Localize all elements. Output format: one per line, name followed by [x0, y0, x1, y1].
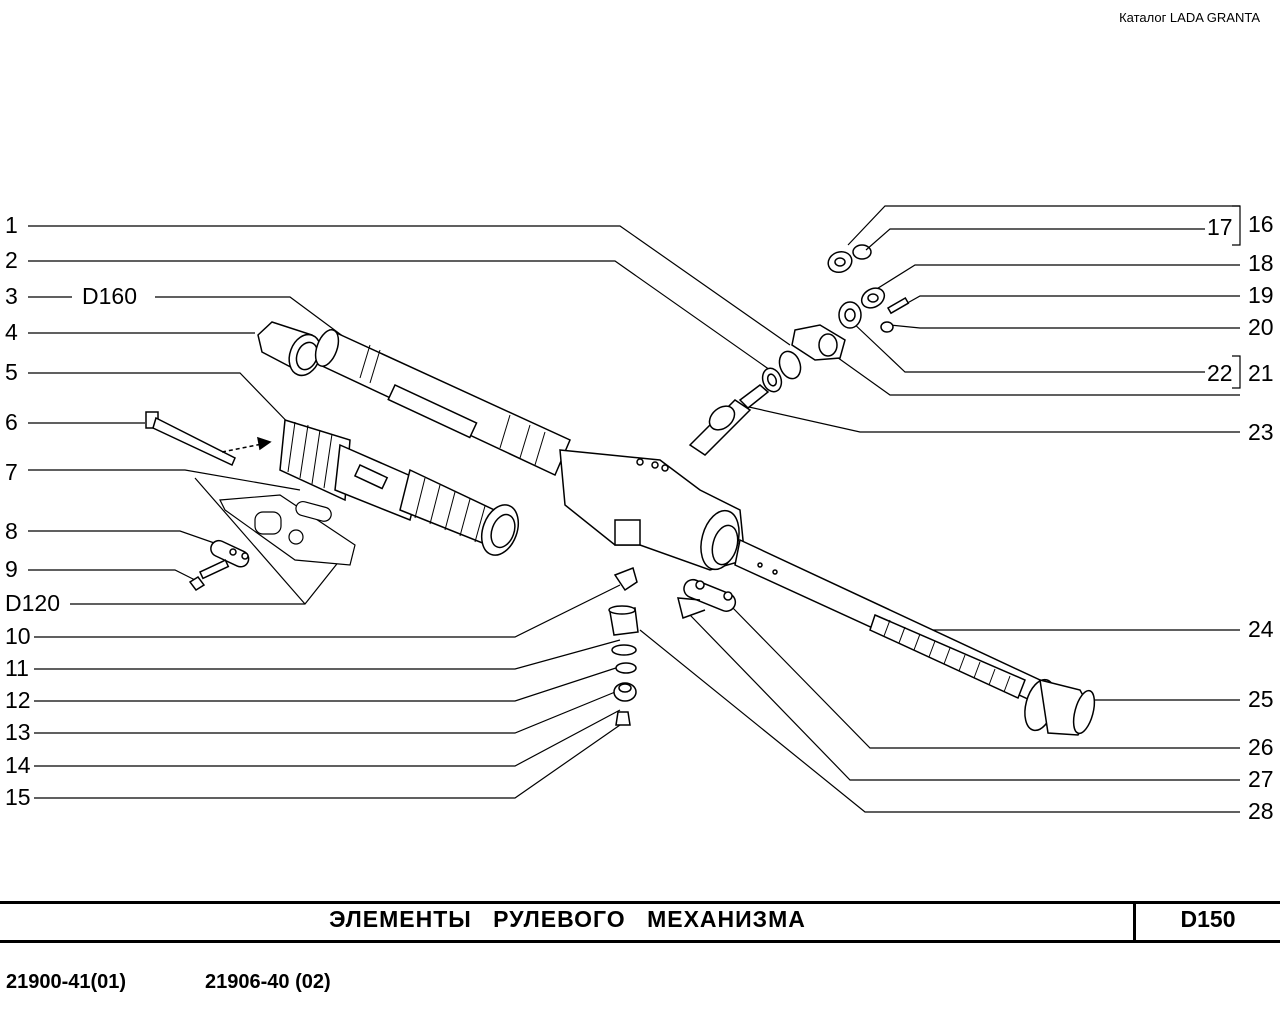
part-23-pinion-shaft [688, 384, 770, 456]
leader-line-d120-b [194, 477, 306, 605]
callout-26: 26 [1248, 734, 1274, 760]
part-21-flange [791, 324, 846, 361]
part-12-spring [611, 644, 637, 656]
callout-9: 9 [5, 556, 18, 582]
bracket-21-22 [1232, 355, 1241, 389]
leader-line-5 [28, 372, 301, 436]
part-22-bushing [838, 301, 862, 329]
callout-28: 28 [1248, 798, 1274, 824]
model-code-1: 21900-41(01) [6, 971, 127, 993]
callout-14: 14 [5, 752, 31, 778]
part-27-clip [677, 597, 706, 619]
part-20-washer [880, 321, 894, 333]
part-5-bellows-assembly [279, 419, 520, 556]
callout-6: 6 [5, 409, 18, 435]
callout-11: 11 [5, 655, 29, 681]
part-9-bolt [188, 559, 230, 592]
section-title: ЭЛЕМЕНТЫ РУЛЕВОГО МЕХАНИЗМА [329, 906, 806, 932]
part-4-dust-cover [257, 321, 323, 377]
leader-line-21 [819, 344, 1240, 396]
callout-10: 10 [5, 623, 31, 649]
part-7-clamp [219, 494, 356, 566]
leader-line-14 [34, 709, 621, 767]
bracket-16-17 [1232, 205, 1241, 246]
callout-13: 13 [5, 719, 31, 745]
callout-15: 15 [5, 784, 31, 810]
callout-7: 7 [5, 459, 18, 485]
part-10-yoke [613, 567, 638, 592]
catalog-title: Каталог LADA GRANTA [1119, 10, 1260, 25]
callout-24: 24 [1248, 616, 1274, 642]
part-18-seal [860, 287, 886, 309]
callout-5: 5 [5, 359, 18, 385]
leader-line-1 [28, 225, 791, 346]
callout-16: 16 [1248, 211, 1274, 237]
footer-bar [0, 901, 1280, 943]
part-15-lock-nut [615, 711, 631, 726]
leader-line-13 [34, 689, 621, 734]
leader-line-7 [28, 469, 301, 491]
leader-line-20 [889, 324, 1240, 329]
part-17-o-ring [852, 244, 872, 260]
callout-4: 4 [5, 319, 18, 345]
callout-17: 17 [1207, 214, 1233, 240]
leader-line-16 [847, 205, 1240, 246]
part-26-mounting-plate [683, 578, 737, 612]
part-25-end-cap [1024, 678, 1096, 736]
footer-divider [1133, 901, 1136, 943]
part-14-adjusting-nut [613, 682, 637, 702]
section-code: D150 [1180, 906, 1236, 932]
steering-gear-housing [559, 449, 746, 571]
callout-12: 12 [5, 687, 31, 713]
leader-line-22 [849, 319, 1205, 373]
leader-line-26 [729, 604, 1240, 749]
leader-line-17 [865, 228, 1205, 251]
leader-line-15 [34, 724, 621, 799]
part-16-boot-seal [827, 250, 853, 274]
part-24-steering-rack [734, 538, 1042, 701]
leader-line-28 [639, 629, 1240, 813]
leader-line-27 [689, 614, 1240, 781]
arrow-tie-to-bellows [221, 436, 272, 453]
callout-20: 20 [1248, 314, 1274, 340]
callout-25: 25 [1248, 686, 1274, 712]
callout-27: 27 [1248, 766, 1274, 792]
callout-2: 2 [5, 247, 18, 273]
part-11-thrust-piece [608, 605, 639, 636]
leader-line-19 [894, 295, 1240, 311]
leader-line-10 [34, 584, 621, 638]
callout-ref-d120: D120 [5, 590, 60, 616]
callout-22: 22 [1207, 360, 1233, 386]
callout-19: 19 [1248, 282, 1274, 308]
callout-3: 3 [5, 283, 18, 309]
callout-21: 21 [1248, 360, 1274, 386]
leader-line-11 [34, 639, 621, 670]
leader-line-9 [28, 569, 196, 581]
leader-line-8 [28, 530, 221, 546]
model-code-2: 21906-40 (02) [205, 971, 331, 993]
part-19-bolt [886, 296, 910, 315]
part-8-plate [210, 539, 250, 568]
leader-line-2 [28, 260, 771, 371]
callout-8: 8 [5, 518, 18, 544]
callout-18: 18 [1248, 250, 1274, 276]
leader-line-18 [874, 264, 1240, 291]
part-3-rack-housing-tube [314, 328, 571, 477]
leader-line-12 [34, 664, 626, 702]
leader-line-23 [739, 404, 1240, 433]
callout-ref-d160: D160 [82, 283, 137, 309]
callout-1: 1 [5, 212, 18, 238]
part-13-washer [615, 662, 637, 674]
part-6-cable-tie [145, 411, 236, 467]
callout-23: 23 [1248, 419, 1274, 445]
part-2-bearing [761, 367, 783, 393]
part-1-seal-ring [778, 350, 802, 380]
exploded-view-drawing [28, 205, 1241, 813]
